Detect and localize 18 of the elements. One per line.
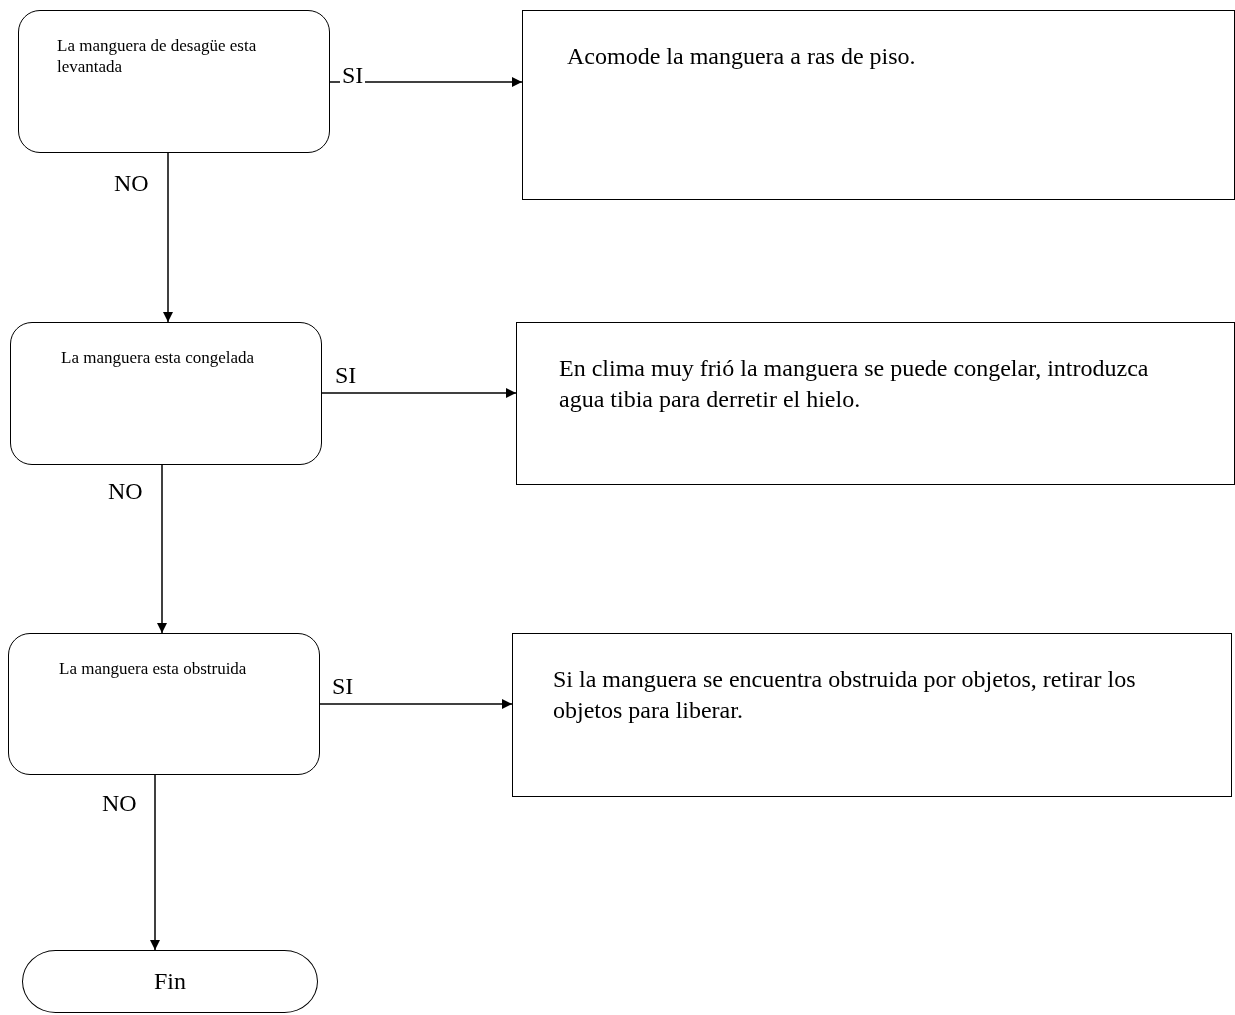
node-text: Acomode la manguera a ras de piso. bbox=[567, 42, 917, 71]
decision-box bbox=[18, 10, 330, 153]
action-box bbox=[522, 10, 1235, 200]
node-text: En clima muy frió la manguera se puede congelar, introduzca agua tibia para derretir el hielo. bbox=[559, 354, 1150, 415]
arrow bbox=[150, 774, 160, 951]
arrow bbox=[163, 152, 173, 323]
arrow bbox=[157, 464, 167, 634]
action-box bbox=[512, 633, 1232, 797]
decision-box bbox=[8, 633, 320, 775]
node-text: Si la manguera se encuentra obstruida por objetos, retirar los objetos para liberar. bbox=[553, 665, 1137, 726]
node-text: La manguera de desagüe esta levantada bbox=[57, 35, 258, 78]
arrow bbox=[319, 699, 513, 709]
node-text: Fin bbox=[154, 968, 186, 995]
arrow bbox=[321, 388, 517, 398]
action-box bbox=[516, 322, 1235, 485]
node-text: La manguera esta congelada bbox=[61, 347, 256, 369]
node-text: La manguera esta obstruida bbox=[59, 658, 248, 680]
decision-box bbox=[10, 322, 322, 465]
